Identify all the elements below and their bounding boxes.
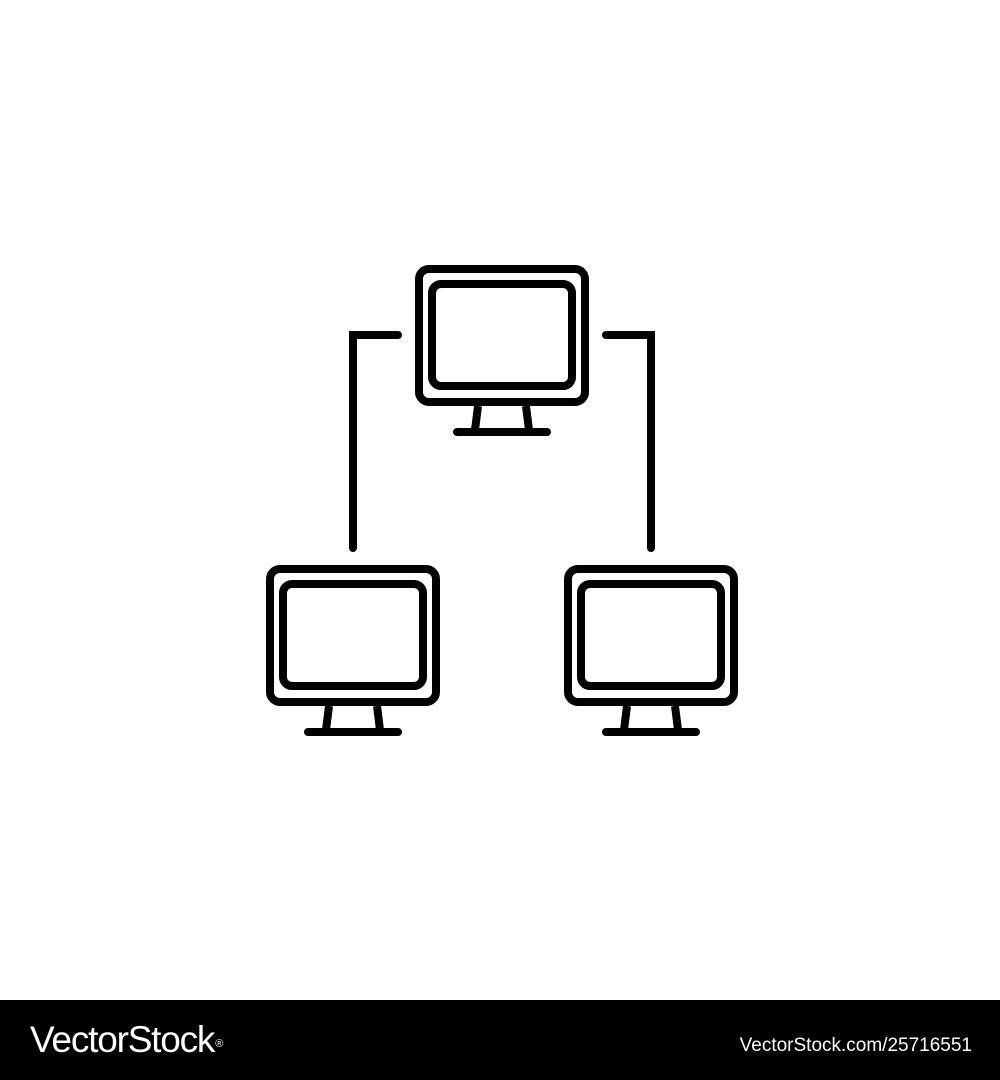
connector-bottom-left-computer: [349, 331, 402, 552]
registered-mark: ®: [215, 1038, 224, 1050]
monitor-bezel: [266, 565, 440, 706]
monitor-screen: [428, 280, 576, 390]
bottom-left-computer-monitor-icon: [266, 565, 440, 736]
network-diagram: [266, 265, 738, 736]
image-id-text: VectorStock.com/25716551: [739, 1035, 972, 1056]
brand-name: VectorStock: [30, 1019, 215, 1060]
top-computer-monitor-icon: [415, 265, 589, 436]
monitor-stand: [471, 405, 533, 431]
icon-canvas: [266, 265, 738, 736]
connector-bottom-right-computer: [602, 331, 655, 552]
connection-lines: [349, 331, 655, 552]
computer-nodes: [266, 265, 738, 736]
monitor-stand: [322, 705, 384, 731]
vectorstock-logo: VectorStock®: [30, 1019, 223, 1061]
monitor-screen: [577, 580, 725, 690]
monitor-screen: [279, 580, 427, 690]
monitor-bezel: [415, 265, 589, 406]
bottom-right-computer-monitor-icon: [564, 565, 738, 736]
watermark-footer: VectorStock® VectorStock.com/25716551: [0, 1000, 1000, 1080]
monitor-bezel: [564, 565, 738, 706]
monitor-stand: [620, 705, 682, 731]
